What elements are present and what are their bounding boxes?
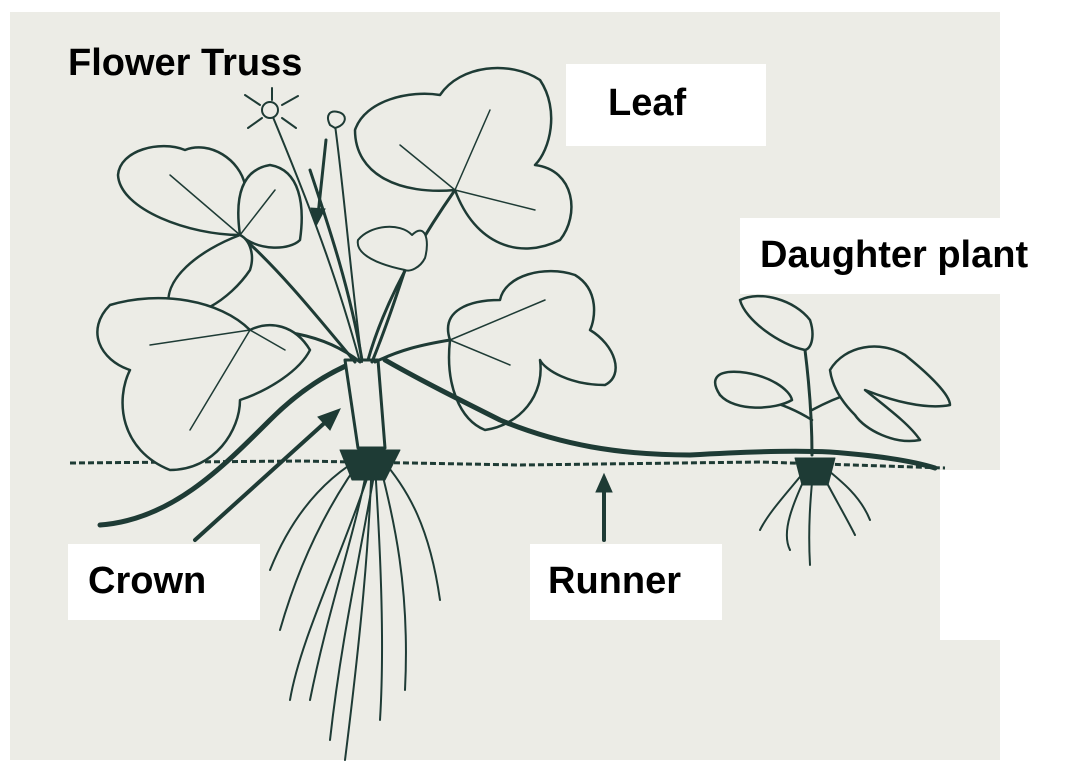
label-flower-truss: Flower Truss — [68, 44, 302, 82]
label-runner: Runner — [530, 544, 722, 620]
paper-right-white-patch — [940, 470, 1010, 640]
label-crown: Crown — [68, 544, 260, 620]
leaf-left-mid — [238, 165, 301, 248]
label-daughter-plant: Daughter plant — [740, 218, 1084, 294]
flower-bud — [328, 112, 345, 128]
label-leaf: Leaf — [566, 64, 766, 146]
